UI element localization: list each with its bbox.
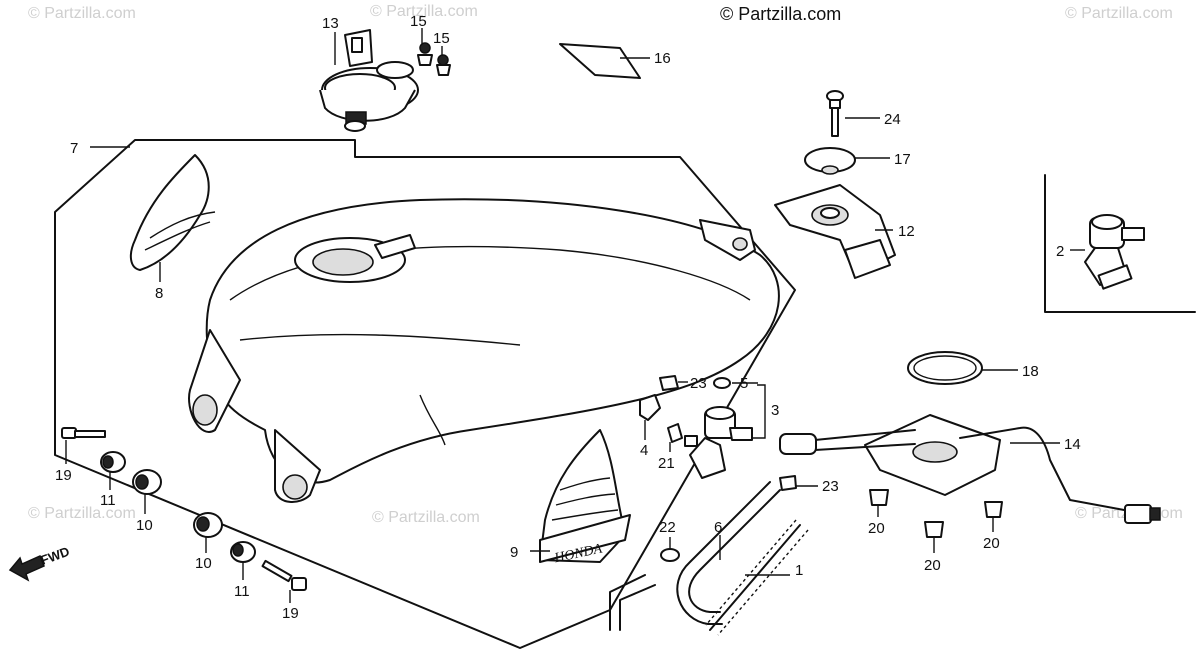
callout-23a: 23 bbox=[690, 375, 707, 392]
callout-23b: 23 bbox=[822, 478, 839, 495]
callout-24: 24 bbox=[884, 111, 901, 128]
watermark: © Partzilla.com bbox=[372, 509, 480, 526]
spring-part-1 bbox=[705, 519, 809, 636]
callout-21: 21 bbox=[658, 455, 675, 472]
o-ring-part-18 bbox=[907, 351, 983, 385]
callout-1: 1 bbox=[795, 562, 803, 579]
callouts: 1 2 3 4 5 6 7 8 9 10 10 11 11 12 13 14 1… bbox=[55, 13, 1081, 622]
callout-10a: 10 bbox=[136, 517, 153, 534]
callout-22: 22 bbox=[659, 519, 676, 536]
callout-20c: 20 bbox=[924, 557, 941, 574]
honda-emblem-part-9: HONDA bbox=[539, 429, 631, 567]
callout-3: 3 bbox=[771, 402, 779, 419]
callout-17: 17 bbox=[894, 151, 911, 168]
rubber-part-10 bbox=[132, 469, 223, 538]
watermark: © Partzilla.com bbox=[1065, 5, 1173, 22]
wing-decal-part-8 bbox=[129, 154, 216, 271]
washer-part-5 bbox=[713, 377, 731, 389]
fuel-cap-part-13 bbox=[319, 29, 419, 132]
clamp-part-22 bbox=[660, 548, 680, 562]
callout-16: 16 bbox=[654, 50, 671, 67]
callout-2: 2 bbox=[1056, 243, 1064, 260]
fuel-hose-part-6 bbox=[609, 481, 781, 631]
fuel-cock-part-3 bbox=[684, 406, 753, 479]
callout-18: 18 bbox=[1022, 363, 1039, 380]
callout-11b: 11 bbox=[234, 583, 250, 600]
callout-14: 14 bbox=[1064, 436, 1081, 453]
callout-8: 8 bbox=[155, 285, 163, 302]
collar-part-11 bbox=[100, 451, 256, 563]
leader-lines bbox=[65, 28, 1085, 603]
fuel-valve-part-2 bbox=[1084, 214, 1145, 290]
callout-6: 6 bbox=[714, 519, 722, 536]
callout-7: 7 bbox=[70, 140, 78, 157]
callout-19b: 19 bbox=[282, 605, 299, 622]
inset-frame bbox=[1044, 174, 1196, 313]
callout-4: 4 bbox=[640, 442, 648, 459]
screw-part-15 bbox=[417, 42, 451, 76]
watermark: © Partzilla.com bbox=[720, 4, 841, 24]
watermark: © Partzilla.com bbox=[28, 5, 136, 22]
callout-11a: 11 bbox=[100, 492, 116, 509]
callout-12: 12 bbox=[898, 223, 915, 240]
callout-5: 5 bbox=[740, 375, 748, 392]
watermark: © Partzilla.com bbox=[370, 3, 478, 20]
clip-part-23 bbox=[659, 375, 797, 491]
callout-10b: 10 bbox=[195, 555, 212, 572]
clip-part-4 bbox=[639, 394, 661, 421]
callout-20a: 20 bbox=[868, 520, 885, 537]
forward-direction-arrow: FWD bbox=[8, 544, 72, 582]
fuel-tank bbox=[188, 198, 780, 503]
bolt-part-19 bbox=[61, 427, 307, 591]
callout-20b: 20 bbox=[983, 535, 1000, 552]
screw-part-21 bbox=[667, 423, 683, 443]
callout-13: 13 bbox=[322, 15, 339, 32]
nut-part-20 bbox=[869, 489, 1003, 538]
callout-19a: 19 bbox=[55, 467, 72, 484]
watermark: © Partzilla.com bbox=[28, 505, 136, 522]
bolt-part-24 bbox=[826, 90, 844, 137]
callout-15a: 15 bbox=[410, 13, 427, 30]
fuel-sender-part-14 bbox=[779, 414, 1161, 524]
mount-bracket-part-12 bbox=[774, 184, 896, 279]
callout-15b: 15 bbox=[433, 30, 450, 47]
fwd-label: FWD bbox=[39, 544, 72, 568]
callout-9: 9 bbox=[510, 544, 518, 561]
cushion-part-17 bbox=[804, 147, 856, 175]
decal-part-16 bbox=[559, 43, 641, 79]
